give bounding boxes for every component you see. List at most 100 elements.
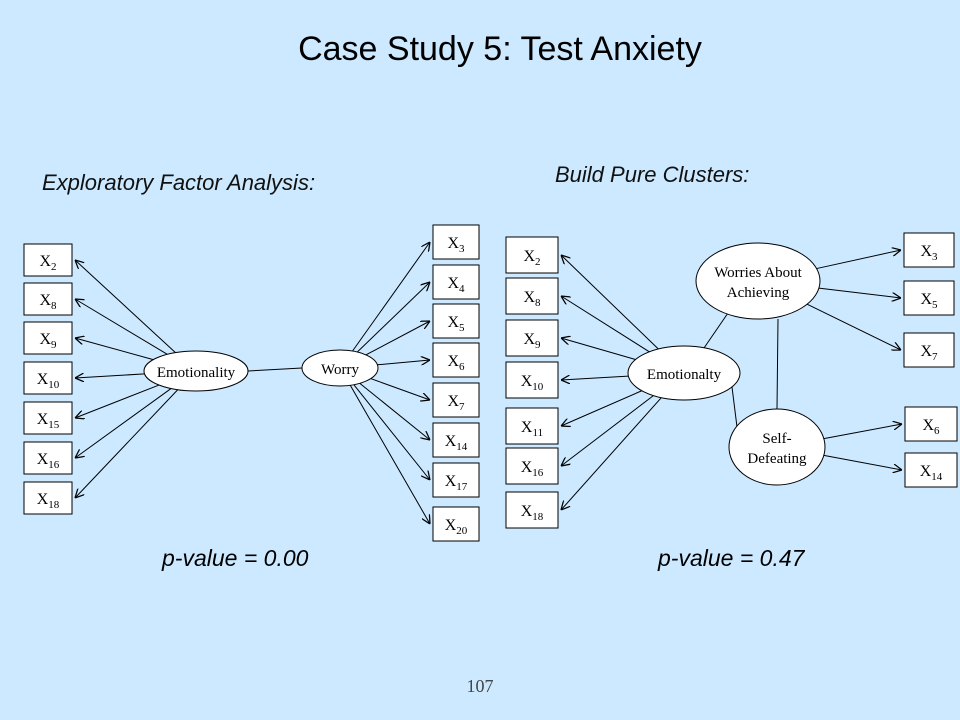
left-emotionality-item-box [23, 243, 73, 277]
right-worries-item-box [903, 280, 955, 316]
right-emotionality-item-label: X2 [523, 248, 540, 268]
page-number: 107 [466, 676, 494, 696]
emotionality-loading-arrow [75, 388, 172, 458]
left-worry-item-label: X3 [447, 235, 465, 255]
emotionality-loading-arrow [75, 389, 179, 498]
right-emotionality-factor-label: Emotionalty [647, 367, 722, 383]
right-emotionality-item-box [505, 277, 559, 315]
self-defeating-factor-label: Defeating [747, 451, 807, 467]
worries-about-achieving-factor-label: Worries About [714, 265, 802, 281]
left-emotionality-item-label: X9 [39, 331, 57, 351]
right-emotionality-item-box [505, 319, 559, 357]
right-worries-item-box [903, 232, 955, 268]
right-pvalue: p-value = 0.47 [658, 545, 805, 571]
emotionality-selfdefeating-link [731, 386, 738, 428]
self-defeating-factor [728, 408, 826, 486]
left-worry-item-label: X7 [447, 393, 465, 413]
left-emotionality-item-box [23, 361, 73, 395]
worries-emotionality-link [703, 312, 729, 349]
left-worry-item-label: X5 [447, 314, 465, 334]
selfdefeating-loading-arrow [823, 454, 902, 470]
left-worry-item-label: X20 [445, 517, 468, 537]
right-emotionality-item-label: X9 [523, 331, 541, 351]
right-emotionality-item-label: X11 [521, 419, 543, 439]
left-worry-item-box [432, 303, 480, 339]
emotionality-loading-arrow [75, 384, 160, 418]
selfdefeating-loading-arrow [823, 424, 902, 440]
left-worry-factor-label: Worry [321, 362, 359, 378]
emotionality-loading-arrow [561, 395, 654, 466]
right-emotionality-item-box [505, 236, 559, 274]
left-pvalue: p-value = 0.00 [162, 545, 309, 571]
worry-loading-arrow [365, 321, 430, 356]
emotionality-loading-arrow [561, 376, 629, 380]
left-worry-item-label: X14 [445, 433, 468, 453]
emotionality-loading-arrow [75, 338, 154, 361]
left-worry-item-box [432, 422, 480, 458]
left-worry-item-label: X6 [447, 353, 465, 373]
left-emotionality-factor [143, 350, 249, 392]
right-emotionality-item-box [505, 361, 559, 399]
left-heading: Exploratory Factor Analysis: [42, 170, 316, 195]
right-worries-item-label: X5 [920, 291, 938, 311]
worry-loading-arrow [356, 282, 430, 353]
worry-loading-arrow [352, 242, 430, 352]
worries-about-achieving-factor [695, 242, 821, 320]
worries-selfdefeating-link [776, 318, 779, 410]
emotionality-loading-arrow [561, 338, 636, 361]
right-emotionality-item-box [505, 491, 559, 529]
right-emotionality-item-label: X18 [521, 503, 544, 523]
worries-about-achieving-factor-label: Achieving [727, 285, 790, 301]
emotionality-loading-arrow [75, 299, 168, 355]
worry-loading-arrow [359, 382, 430, 440]
emotionality-loading-arrow [75, 260, 176, 353]
right-worries-item-label: X3 [920, 243, 938, 263]
right-heading: Build Pure Clusters: [555, 162, 750, 187]
slide-title-text: Case Study 5: Test Anxiety [298, 30, 702, 68]
left-worry-item-box [432, 462, 480, 498]
left-emotionality-item-box [23, 441, 73, 475]
right-selfdefeating-item-box [904, 452, 958, 488]
slide-title: Case Study 5: Test Anxiety [0, 30, 960, 69]
right-selfdefeating-item-box [904, 406, 958, 442]
right-selfdefeating-item-label: X14 [920, 463, 943, 483]
right-worries-item-box [903, 332, 955, 368]
right-emotionality-item-box [505, 447, 559, 485]
left-emotionality-item-label: X16 [37, 451, 60, 471]
right-emotionality-item-label: X16 [521, 459, 544, 479]
emotionality-worry-link [247, 367, 303, 372]
emotionality-loading-arrow [561, 390, 643, 426]
left-worry-item-box [432, 224, 480, 260]
emotionality-loading-arrow [561, 296, 650, 353]
left-emotionality-factor-label: Emotionality [157, 365, 236, 381]
left-emotionality-item-box [23, 401, 73, 435]
right-emotionality-item-label: X10 [521, 373, 544, 393]
left-worry-item-box [432, 382, 480, 418]
emotionality-loading-arrow [561, 397, 662, 510]
left-worry-item-label: X4 [447, 275, 465, 295]
left-worry-item-label: X17 [445, 473, 468, 493]
worry-loading-arrow [353, 384, 430, 480]
worries-loading-arrow [816, 250, 901, 270]
emotionality-loading-arrow [75, 374, 145, 378]
right-worries-item-label: X7 [920, 343, 938, 363]
left-emotionality-item-box [23, 282, 73, 316]
worries-loading-arrow [806, 303, 901, 350]
left-emotionality-item-label: X8 [39, 292, 57, 312]
left-worry-item-box [432, 342, 480, 378]
left-emotionality-item-label: X15 [37, 411, 60, 431]
right-emotionality-item-label: X8 [523, 289, 541, 309]
worry-loading-arrow [377, 360, 430, 365]
left-emotionality-item-label: X10 [37, 371, 60, 391]
emotionality-loading-arrow [561, 255, 659, 350]
left-emotionality-item-label: X18 [37, 491, 60, 511]
worry-loading-arrow [349, 385, 430, 524]
left-worry-item-box [432, 506, 480, 542]
worries-loading-arrow [818, 287, 901, 298]
right-emotionality-factor [627, 345, 741, 401]
right-emotionality-item-box [505, 407, 559, 445]
left-worry-item-box [432, 264, 480, 300]
right-selfdefeating-item-label: X6 [922, 417, 940, 437]
left-worry-factor [301, 349, 379, 387]
